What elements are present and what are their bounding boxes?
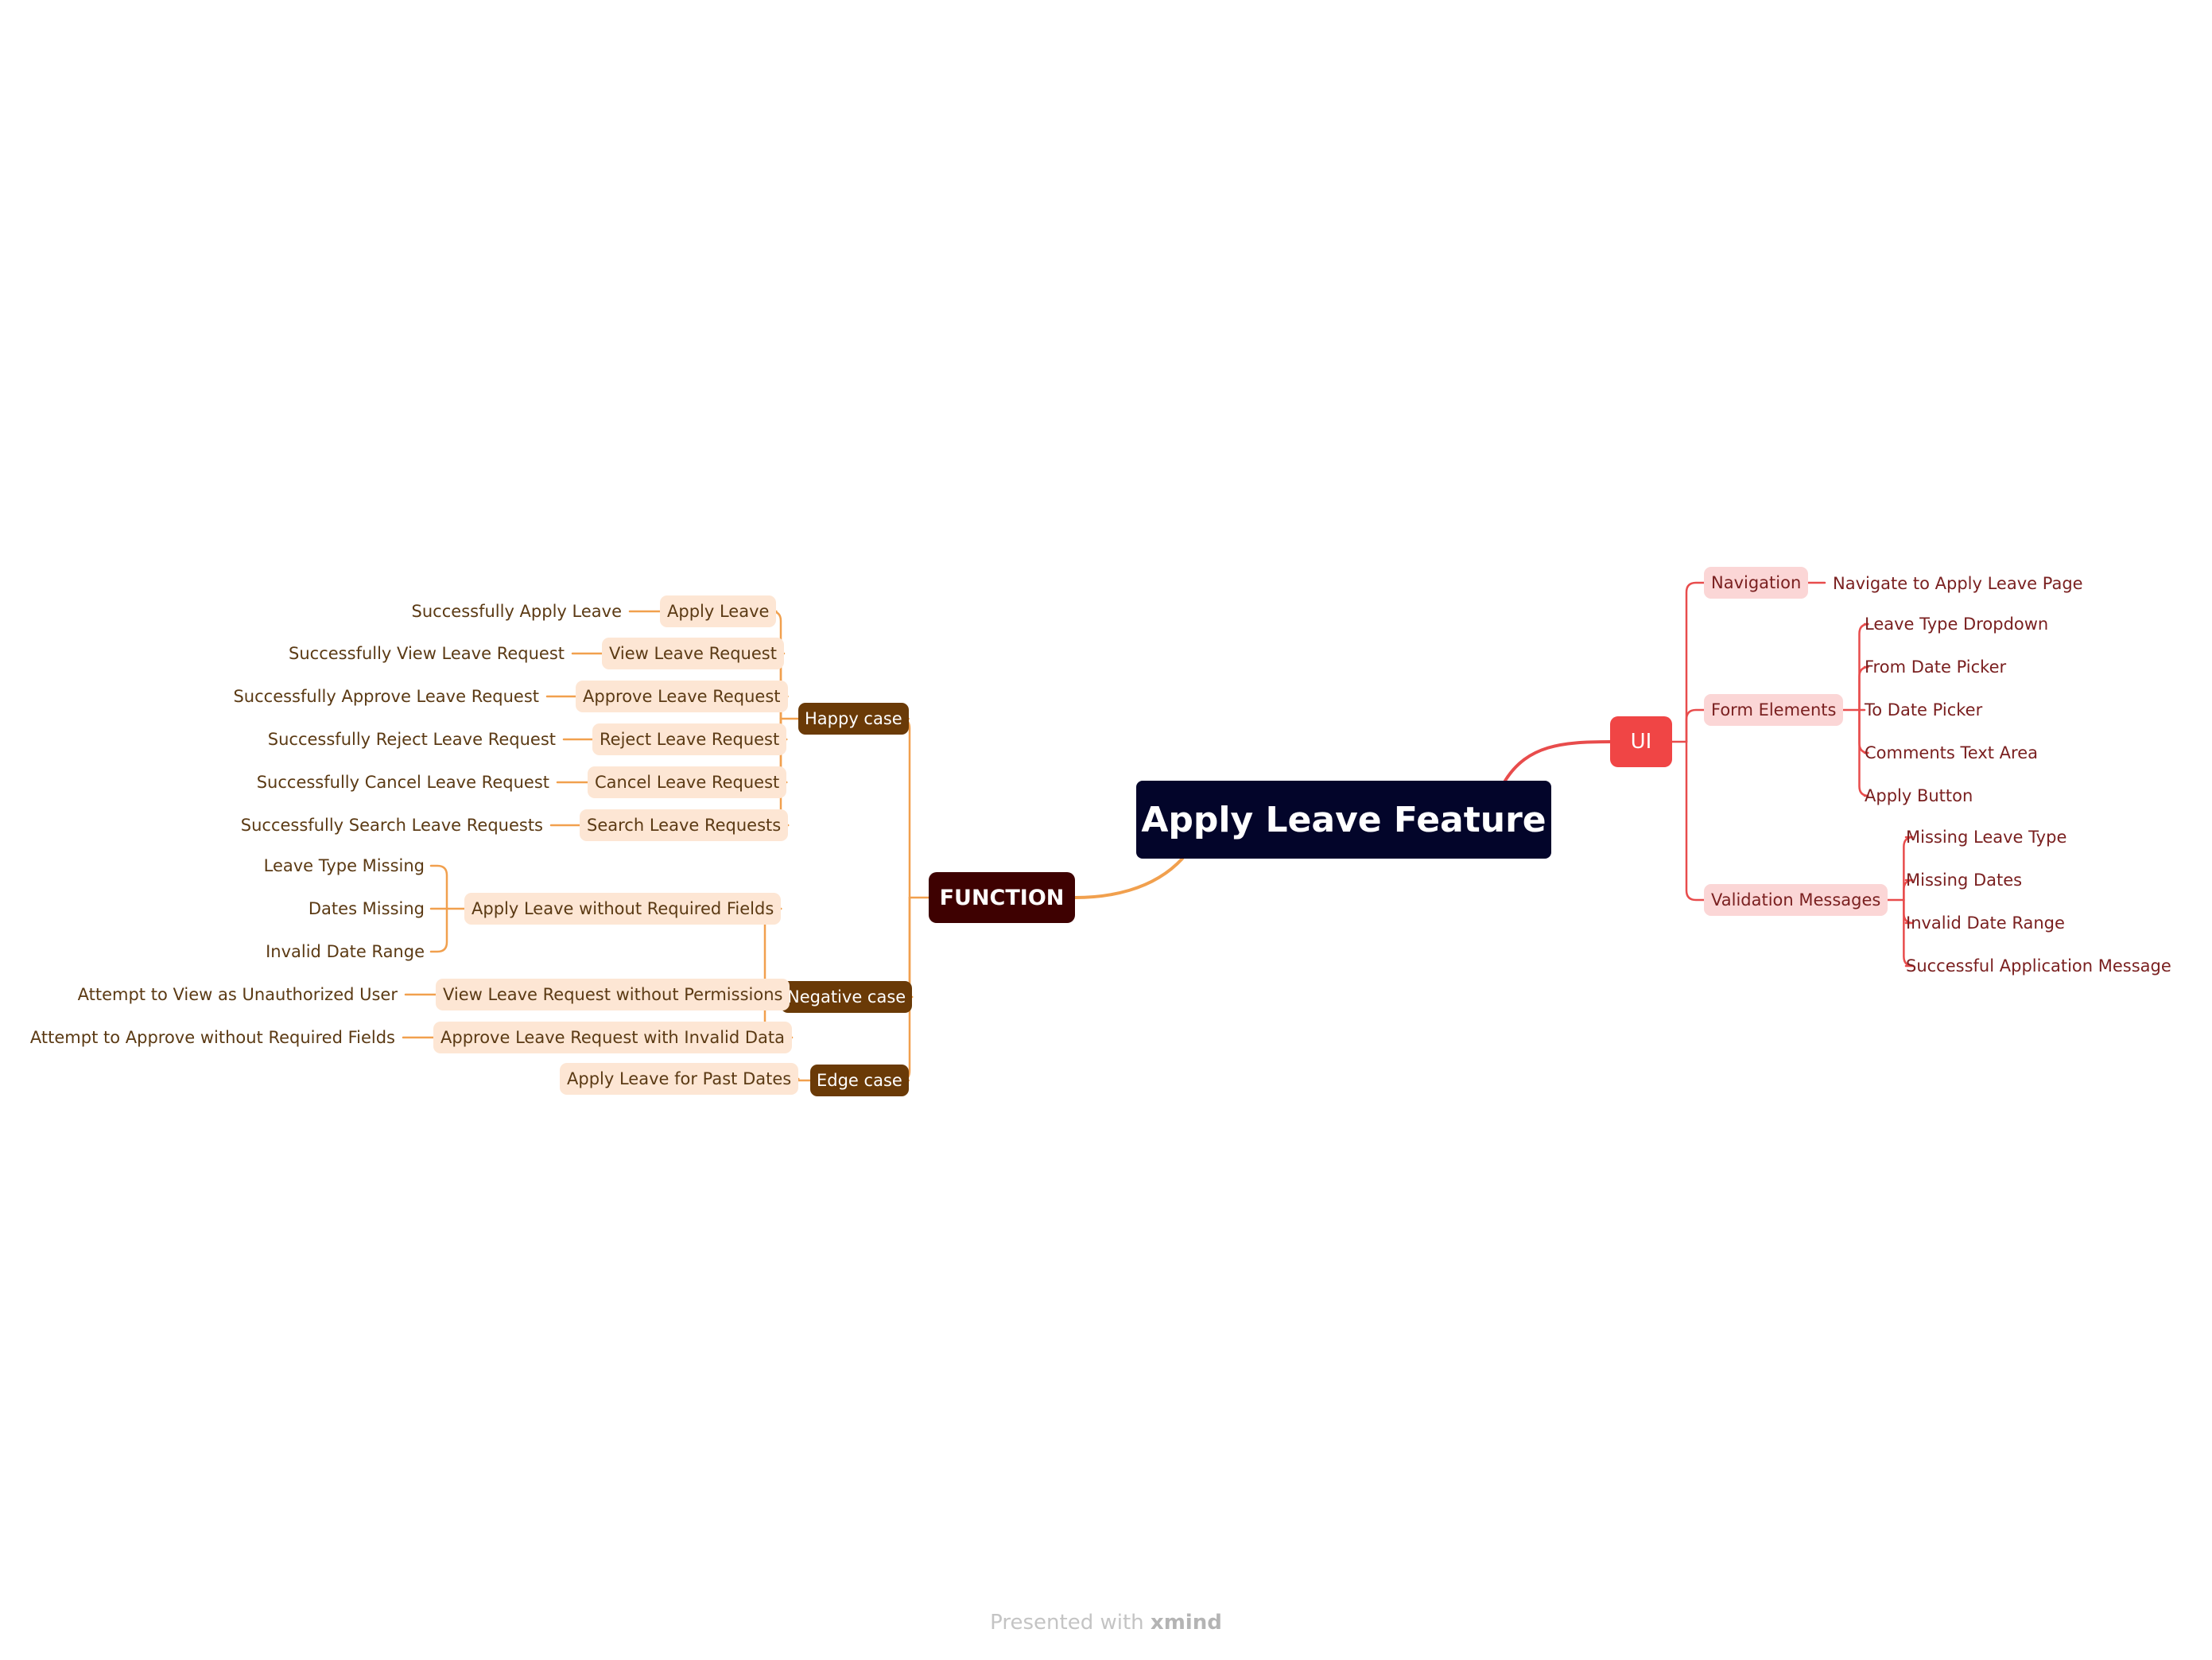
leaf-apply-button[interactable]: Apply Button — [1865, 786, 1973, 805]
leaf-dates-missing[interactable]: Dates Missing — [308, 899, 425, 918]
leaf-successfully-view-leave-request[interactable]: Successfully View Leave Request — [289, 644, 565, 663]
validation-bracket-link-1 — [1903, 878, 1914, 902]
root-to-function-line — [1073, 857, 1184, 899]
function-branch-topic[interactable]: FUNCTION — [929, 872, 1075, 923]
subtopic-validation-messages[interactable]: Validation Messages — [1704, 884, 1888, 916]
subtopic-form-elements[interactable]: Form Elements — [1704, 694, 1844, 726]
validation-bracket-link-3 — [1903, 898, 1914, 968]
subtopic-navigation[interactable]: Navigation — [1704, 567, 1809, 599]
leaf-successful-application-message[interactable]: Successful Application Message — [1906, 956, 2171, 975]
subtopic-view-leave-request[interactable]: View Leave Request — [602, 638, 784, 669]
leaf-successfully-search-leave-requests[interactable]: Successfully Search Leave Requests — [240, 816, 543, 835]
leaf-from-date-picker[interactable]: From Date Picker — [1865, 657, 2007, 677]
ui-bracket-link-2 — [1685, 740, 1706, 902]
leaf-to-date-picker[interactable]: To Date Picker — [1865, 700, 1983, 719]
leaf-successfully-apply-leave[interactable]: Successfully Apply Leave — [411, 602, 622, 621]
missing-bracket-link-0 — [429, 864, 448, 910]
root-to-ui-line — [1504, 740, 1612, 782]
form-bracket-link-0 — [1858, 622, 1869, 712]
form-bracket-link-4 — [1858, 708, 1869, 797]
function-bracket-link-0 — [899, 717, 911, 899]
subtopic-approve-leave-request[interactable]: Approve Leave Request — [576, 681, 788, 712]
leaf-leave-type-missing[interactable]: Leave Type Missing — [263, 856, 425, 875]
happy-case-topic[interactable]: Happy case — [798, 703, 909, 735]
leaf-navigate-to-apply-leave-page[interactable]: Navigate to Apply Leave Page — [1833, 574, 2083, 593]
leaf-comments-text-area[interactable]: Comments Text Area — [1865, 743, 2038, 762]
subtopic-approve-with-invalid-data[interactable]: Approve Leave Request with Invalid Data — [433, 1022, 793, 1053]
leaf-invalid-date-range[interactable]: Invalid Date Range — [266, 942, 425, 961]
subtopic-cancel-leave-request[interactable]: Cancel Leave Request — [588, 766, 787, 798]
presented-with-footer: Presented with xmind — [0, 1611, 2212, 1635]
ui-bracket-link-0 — [1685, 581, 1706, 743]
validation-bracket-link-0 — [1903, 836, 1914, 902]
leaf-leave-type-dropdown[interactable]: Leave Type Dropdown — [1865, 615, 2049, 634]
negative-case-topic[interactable]: Negative case — [781, 981, 913, 1013]
subtopic-search-leave-requests[interactable]: Search Leave Requests — [580, 809, 789, 841]
leaf-successfully-cancel-leave-request[interactable]: Successfully Cancel Leave Request — [256, 773, 549, 792]
leaf-successfully-reject-leave-request[interactable]: Successfully Reject Leave Request — [267, 730, 556, 749]
ui-bracket-link-1 — [1685, 708, 1706, 743]
edge-case-topic[interactable]: Edge case — [810, 1065, 909, 1096]
subtopic-apply-without-required-fields[interactable]: Apply Leave without Required Fields — [464, 893, 782, 925]
subtopic-view-without-permissions[interactable]: View Leave Request without Permissions — [436, 979, 790, 1010]
leaf-attempt-view-unauthorized[interactable]: Attempt to View as Unauthorized User — [77, 985, 398, 1004]
ui-branch-topic[interactable]: UI — [1610, 716, 1672, 767]
missing-bracket-link-2 — [429, 907, 448, 953]
form-bracket-link-1 — [1858, 665, 1869, 712]
leaf-attempt-approve-without-fields[interactable]: Attempt to Approve without Required Fiel… — [29, 1028, 395, 1047]
leaf-missing-leave-type[interactable]: Missing Leave Type — [1906, 828, 2067, 847]
leaf-ui-invalid-date-range[interactable]: Invalid Date Range — [1906, 913, 2065, 933]
xmind-logo-text: xmind — [1150, 1611, 1222, 1635]
subtopic-apply-leave-past-dates[interactable]: Apply Leave for Past Dates — [560, 1063, 799, 1095]
footer-prefix: Presented with — [990, 1611, 1144, 1635]
root-topic[interactable]: Apply Leave Feature — [1136, 781, 1551, 859]
leaf-missing-dates[interactable]: Missing Dates — [1906, 871, 2023, 890]
subtopic-apply-leave[interactable]: Apply Leave — [660, 595, 777, 627]
leaf-successfully-approve-leave-request[interactable]: Successfully Approve Leave Request — [233, 687, 539, 706]
subtopic-reject-leave-request[interactable]: Reject Leave Request — [592, 723, 787, 755]
